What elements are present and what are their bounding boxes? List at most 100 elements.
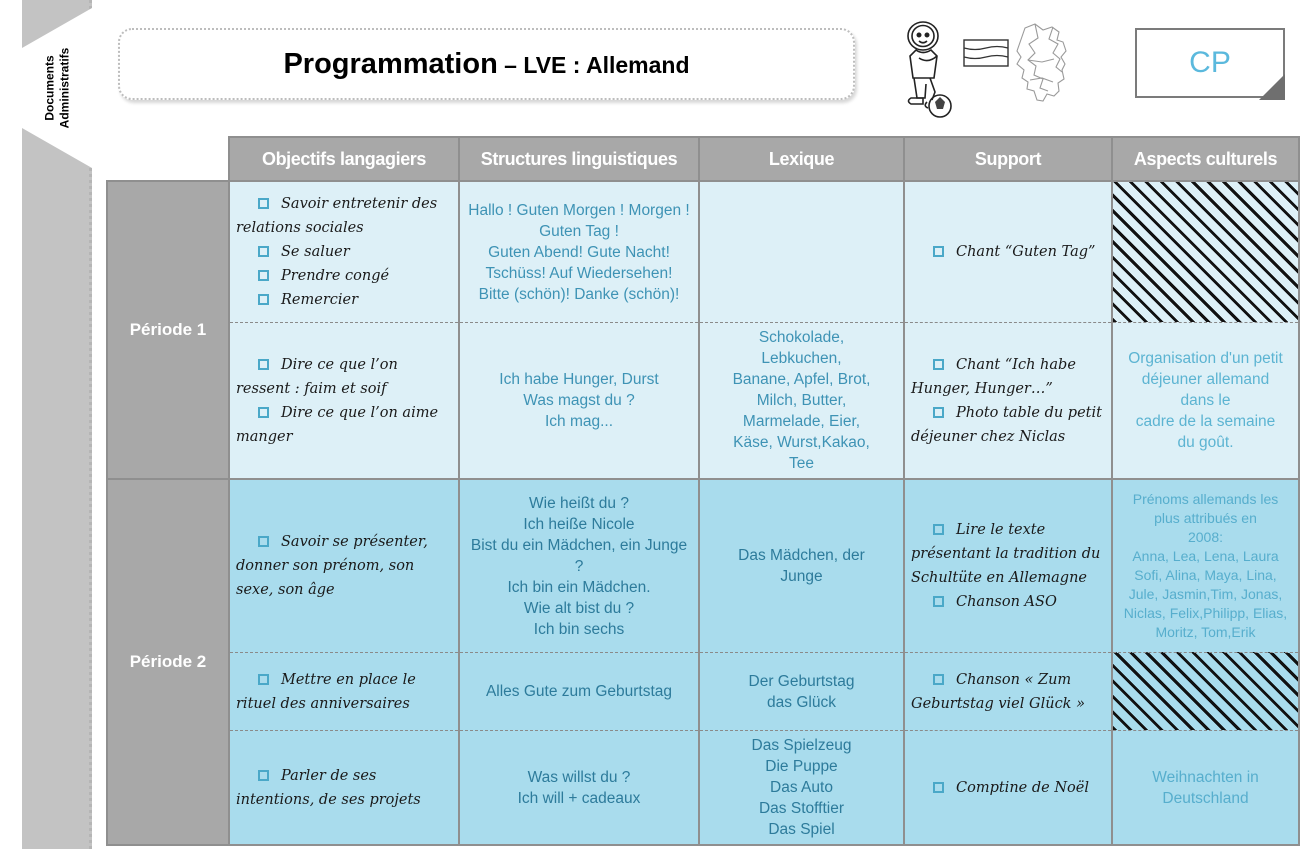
period-label-2: Période 2 bbox=[106, 478, 230, 846]
clipart-group bbox=[892, 14, 1092, 126]
subcell: Hallo ! Guten Morgen ! Morgen ! Guten Ta… bbox=[460, 182, 698, 322]
objectif-list: Parler de ses intentions, de ses projets bbox=[236, 764, 452, 812]
aspects-text: Weihnachten in Deutschland bbox=[1152, 768, 1259, 807]
checkbox-icon[interactable] bbox=[933, 596, 944, 607]
hatched-block bbox=[1113, 182, 1298, 322]
subcell: Weihnachten in Deutschland bbox=[1113, 730, 1298, 844]
structures-text: Hallo ! Guten Morgen ! Morgen ! Guten Ta… bbox=[468, 201, 690, 303]
checkbox-icon[interactable] bbox=[258, 406, 269, 418]
clipart-svg bbox=[907, 21, 1067, 118]
subcell: Ich habe Hunger, Durst Was magst du ? Ic… bbox=[460, 322, 698, 478]
objectif-item: Parler de ses intentions, de ses projets bbox=[236, 767, 421, 808]
germany-map-icon bbox=[1016, 23, 1067, 102]
subcell: Savoir entretenir des relations sociales… bbox=[230, 182, 458, 322]
subcell: Der Geburtstag das Glück bbox=[700, 652, 903, 730]
cell-support-periode-1: Chant “Guten Tag” Chant “Ich habe Hunger… bbox=[903, 180, 1113, 480]
column-header-structures: Structures linguistiques bbox=[458, 136, 700, 182]
checkbox-icon[interactable] bbox=[258, 673, 269, 685]
checkbox-icon[interactable] bbox=[258, 769, 269, 781]
cell-support-periode-2: Lire le texte présentant la tradition du… bbox=[903, 478, 1113, 846]
objectif-list: Savoir entretenir des relations sociales… bbox=[236, 192, 452, 312]
cell-structures-periode-2: Wie heißt du ? Ich heiße Nicole Bist du … bbox=[458, 478, 700, 846]
objectif-list: Dire ce que l’on ressent : faim et soif … bbox=[236, 353, 452, 449]
subcell: Lire le texte présentant la tradition du… bbox=[905, 480, 1111, 652]
table-row-periode-1: Période 1 Savoir entretenir des relation… bbox=[106, 180, 1300, 480]
support-list: Chanson « Zum Geburtstag viel Glück » bbox=[911, 668, 1105, 716]
page-title-main: Programmation bbox=[283, 47, 498, 80]
cell-aspects-periode-1: Organisation d'un petit déjeuner alleman… bbox=[1111, 180, 1300, 480]
lexique-text: Das Mädchen, der Junge bbox=[738, 547, 865, 585]
german-flag-icon bbox=[963, 39, 1009, 67]
objectif-item: Prendre congé bbox=[281, 268, 390, 284]
cell-objectifs-periode-1: Savoir entretenir des relations sociales… bbox=[228, 180, 460, 480]
table-row-periode-2: Période 2 Savoir se présenter, donner so… bbox=[106, 478, 1300, 846]
structures-text: Wie heißt du ? Ich heiße Nicole Bist du … bbox=[470, 494, 688, 638]
support-item: Photo table du petit déjeuner chez Nicla… bbox=[911, 404, 1102, 445]
subcell: Chanson « Zum Geburtstag viel Glück » bbox=[905, 652, 1111, 730]
checkbox-icon[interactable] bbox=[258, 536, 269, 547]
level-badge: CP bbox=[1135, 28, 1292, 105]
checkbox-icon[interactable] bbox=[258, 358, 269, 370]
lexique-text: Das Spielzeug Die Puppe Das Auto Das Sto… bbox=[751, 737, 852, 838]
structures-text: Alles Gute zum Geburtstag bbox=[485, 683, 673, 700]
page-title-sub: LVE : Allemand bbox=[523, 51, 690, 78]
support-list: Chant “Guten Tag” bbox=[911, 240, 1105, 264]
subcell: Dire ce que l’on ressent : faim et soif … bbox=[230, 322, 458, 478]
subcell: Savoir se présenter, donner son prénom, … bbox=[230, 480, 458, 652]
structures-text: Ich habe Hunger, Durst Was magst du ? Ic… bbox=[499, 371, 659, 430]
cell-structures-periode-1: Hallo ! Guten Morgen ! Morgen ! Guten Ta… bbox=[458, 180, 700, 480]
aspects-text: Organisation d'un petit déjeuner alleman… bbox=[1128, 350, 1283, 451]
subcell: Chant “Guten Tag” bbox=[905, 182, 1111, 322]
sidebar-tab-label: Documents Administratifs bbox=[22, 8, 92, 168]
lexique-text: Schokolade, Lebkuchen, Banane, Apfel, Br… bbox=[732, 329, 871, 472]
level-badge-label: CP bbox=[1189, 46, 1231, 79]
checkbox-icon[interactable] bbox=[933, 358, 944, 370]
objectif-list: Savoir se présenter, donner son prénom, … bbox=[236, 530, 452, 602]
subcell: Das Mädchen, der Junge bbox=[700, 480, 903, 652]
support-item: Chanson « Zum Geburtstag viel Glück » bbox=[911, 671, 1085, 712]
objectif-item: Remercier bbox=[281, 292, 359, 308]
cell-lexique-periode-2: Das Mädchen, der Junge Der Geburtstag da… bbox=[698, 478, 905, 846]
sidebar-tab-line1: Documents bbox=[42, 55, 56, 121]
hatched-block bbox=[1113, 652, 1298, 730]
boy-with-football-icon bbox=[907, 21, 939, 109]
table-header-row: Objectifs langagiers Structures linguist… bbox=[107, 136, 1300, 182]
support-list: Lire le texte présentant la tradition du… bbox=[911, 518, 1105, 614]
checkbox-icon[interactable] bbox=[933, 781, 944, 793]
checkbox-icon[interactable] bbox=[933, 524, 944, 535]
objectif-item: Savoir se présenter, donner son prénom, … bbox=[236, 534, 428, 598]
subcell: Comptine de Noël bbox=[905, 730, 1111, 844]
checkbox-icon[interactable] bbox=[933, 673, 944, 685]
subcell: Parler de ses intentions, de ses projets bbox=[230, 730, 458, 844]
checkbox-icon[interactable] bbox=[933, 246, 944, 257]
checkbox-icon[interactable] bbox=[258, 270, 269, 281]
structures-text: Was willst du ? Ich will + cadeaux bbox=[517, 768, 641, 807]
support-item: Comptine de Noël bbox=[956, 779, 1089, 796]
support-item: Chanson ASO bbox=[956, 594, 1057, 610]
support-item: Chant “Ich habe Hunger, Hunger…” bbox=[911, 356, 1076, 397]
objectif-item: Dire ce que l’on aime manger bbox=[236, 404, 439, 445]
column-header-objectifs: Objectifs langagiers bbox=[228, 136, 460, 182]
programmation-table-wrap: Objectifs langagiers Structures linguist… bbox=[106, 136, 1300, 846]
cell-aspects-periode-2: Prénoms allemands les plus attribués en … bbox=[1111, 478, 1300, 846]
sidebar-tab-line2: Administratifs bbox=[57, 47, 71, 129]
subcell: Alles Gute zum Geburtstag bbox=[460, 652, 698, 730]
column-header-support: Support bbox=[903, 136, 1113, 182]
objectif-item: Se saluer bbox=[281, 244, 350, 260]
cell-objectifs-periode-2: Savoir se présenter, donner son prénom, … bbox=[228, 478, 460, 846]
column-header-aspects: Aspects culturels bbox=[1111, 136, 1300, 182]
checkbox-icon[interactable] bbox=[258, 294, 269, 305]
objectif-item: Mettre en place le rituel des anniversai… bbox=[236, 671, 416, 712]
lexique-text: Der Geburtstag das Glück bbox=[748, 672, 855, 711]
cell-lexique-periode-1: Schokolade, Lebkuchen, Banane, Apfel, Br… bbox=[698, 180, 905, 480]
page-title-banner: Programmation – LVE : Allemand bbox=[118, 28, 855, 100]
checkbox-icon[interactable] bbox=[258, 198, 269, 209]
checkbox-icon[interactable] bbox=[933, 406, 944, 418]
subcell: Wie heißt du ? Ich heiße Nicole Bist du … bbox=[460, 480, 698, 652]
period-label-2-text: Période 2 bbox=[129, 652, 207, 671]
subcell: Mettre en place le rituel des anniversai… bbox=[230, 652, 458, 730]
support-item: Chant “Guten Tag” bbox=[956, 244, 1096, 260]
subcell: Das Spielzeug Die Puppe Das Auto Das Sto… bbox=[700, 730, 903, 844]
checkbox-icon[interactable] bbox=[258, 246, 269, 257]
